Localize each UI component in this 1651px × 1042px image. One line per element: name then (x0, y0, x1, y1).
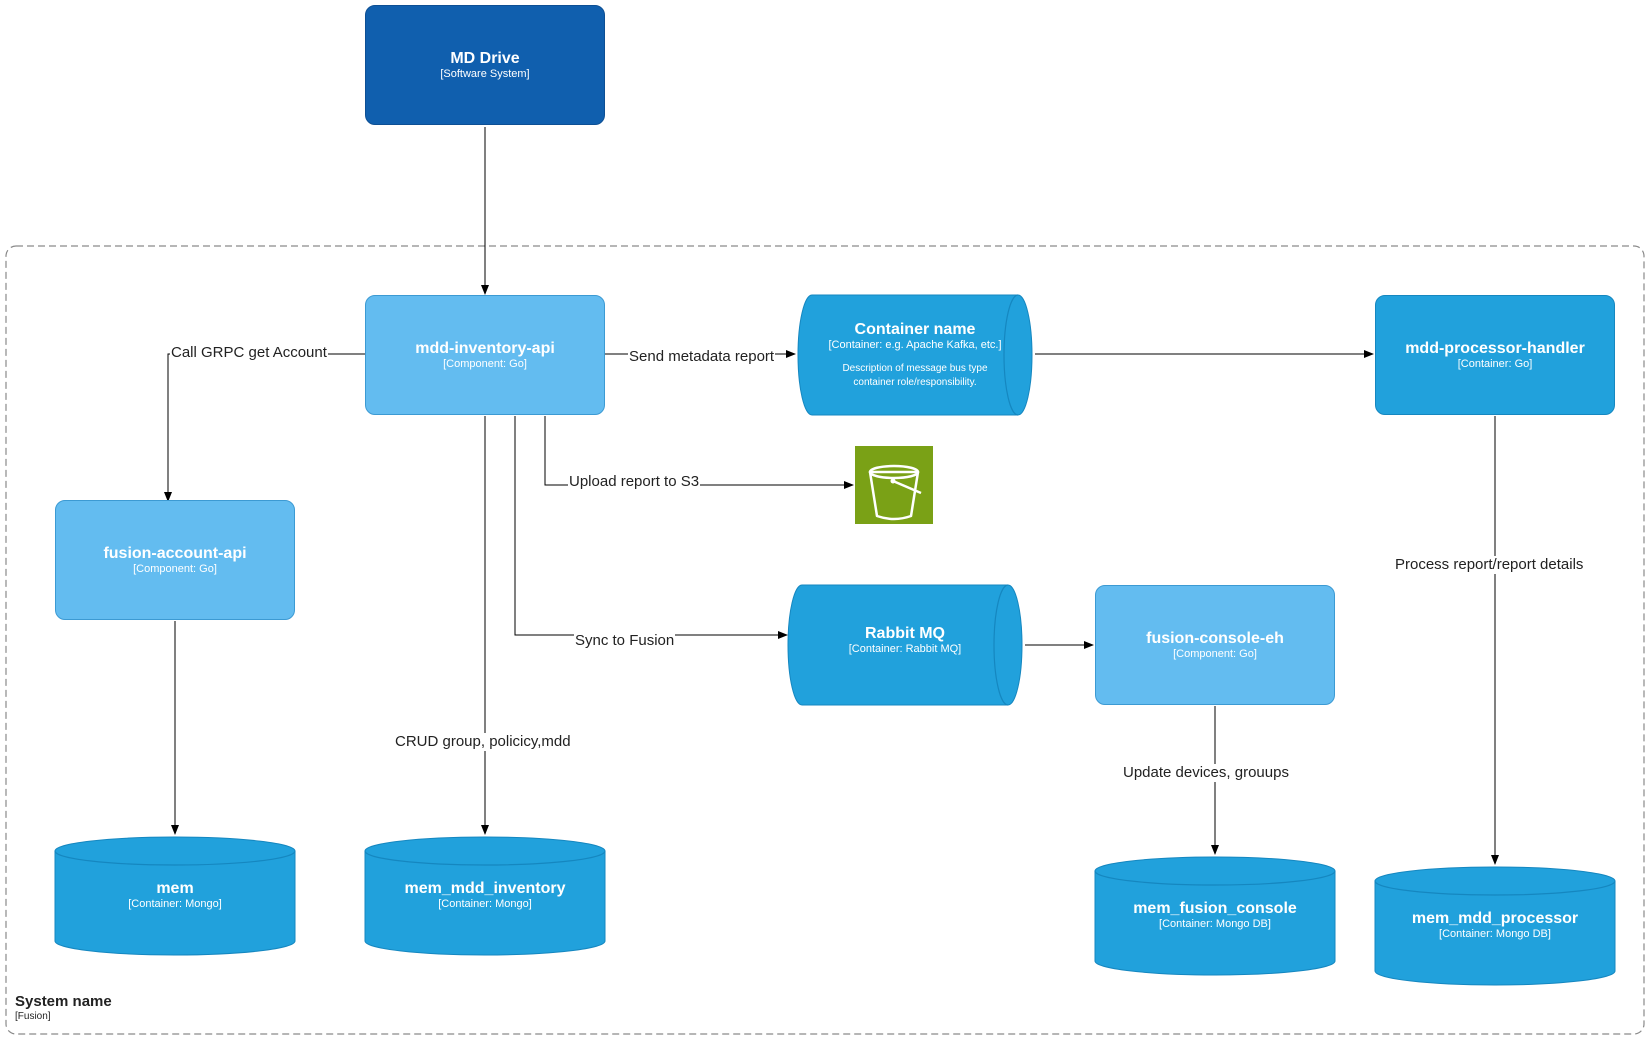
edge-label-sync-fusion: Sync to Fusion (574, 632, 676, 650)
node-title: mem (156, 880, 194, 897)
mdd-processor-handler-node[interactable]: mdd-processor-handler [Container: Go] (1375, 295, 1615, 415)
node-subtitle: [Container: Rabbit MQ] (848, 643, 962, 655)
node-title: fusion-console-eh (1146, 630, 1284, 647)
fusion-account-api-node[interactable]: fusion-account-api [Component: Go] (55, 500, 295, 620)
mem-mdd-inventory-text: mem_mdd_inventory [Container: Mongo] (365, 865, 605, 925)
node-subtitle: [Container: Mongo] (438, 898, 532, 910)
node-title: mdd-inventory-api (415, 340, 555, 357)
mem-mdd-processor-cylinder[interactable] (1374, 866, 1616, 986)
node-subtitle: [Container: Mongo DB] (1159, 918, 1271, 930)
node-description: Description of message bus type containe… (842, 363, 988, 388)
fusion-console-eh-node[interactable]: fusion-console-eh [Component: Go] (1095, 585, 1335, 705)
mem-mdd-processor-text: mem_mdd_processor [Container: Mongo DB] (1375, 895, 1615, 955)
edge-label-call-grpc: Call GRPC get Account (170, 344, 328, 362)
mem-text: mem [Container: Mongo] (55, 865, 295, 925)
edge-call-grpc (164, 353, 365, 502)
mdd-inventory-api-node[interactable]: mdd-inventory-api [Component: Go] (365, 295, 605, 415)
container-name-text: Container name [Container: e.g. Apache K… (812, 300, 1018, 410)
node-subtitle: [Component: Go] (133, 563, 217, 575)
rabbit-mq-text: Rabbit MQ [Container: Rabbit MQ] (802, 585, 1008, 695)
node-title: Rabbit MQ (865, 625, 945, 642)
node-subtitle: [Software System] (440, 68, 530, 80)
node-title: mem_mdd_inventory (404, 880, 566, 897)
edge-label-update-devices: Update devices, grouups (1122, 764, 1290, 782)
node-title: mdd-processor-handler (1405, 340, 1585, 357)
node-subtitle: [Container: Mongo] (128, 898, 222, 910)
node-title: fusion-account-api (103, 545, 247, 562)
node-title: mem_fusion_console (1133, 900, 1297, 917)
edge-sync-fusion (514, 416, 788, 639)
system-boundary-label: System name [Fusion] (15, 993, 112, 1023)
md-drive-node[interactable]: MD Drive [Software System] (365, 5, 605, 125)
mem-fusion-console-cylinder[interactable] (1094, 856, 1336, 976)
system-boundary (5, 245, 1645, 1035)
edge-upload-s3 (544, 416, 854, 489)
s3-bucket-icon (855, 446, 933, 524)
node-subtitle: [Component: Go] (443, 358, 527, 370)
mem-mdd-inventory-cylinder[interactable] (364, 836, 606, 956)
node-title: Container name (854, 321, 976, 338)
mem-cylinder[interactable] (54, 836, 296, 956)
container-name-cylinder[interactable] (797, 294, 1033, 416)
node-subtitle: [Component: Go] (1173, 648, 1257, 660)
node-subtitle: [Container: Go] (1457, 358, 1533, 370)
edge-label-upload-s3: Upload report to S3 (568, 473, 701, 491)
system-title: System name (15, 993, 112, 1010)
node-title: MD Drive (450, 50, 520, 67)
mem-fusion-console-text: mem_fusion_console [Container: Mongo DB] (1095, 885, 1335, 945)
edge-label-process-report: Process report/report details (1394, 556, 1585, 574)
node-subtitle: [Container: Mongo DB] (1439, 928, 1551, 940)
node-title: mem_mdd_processor (1411, 910, 1579, 927)
edge-label-crud: CRUD group, policicy,mdd (394, 733, 572, 751)
system-subtitle: [Fusion] (15, 1011, 51, 1022)
rabbit-mq-cylinder[interactable] (787, 584, 1023, 706)
node-subtitle: [Container: e.g. Apache Kafka, etc.] (828, 339, 1002, 351)
edge-label-send-metadata: Send metadata report (628, 348, 776, 366)
